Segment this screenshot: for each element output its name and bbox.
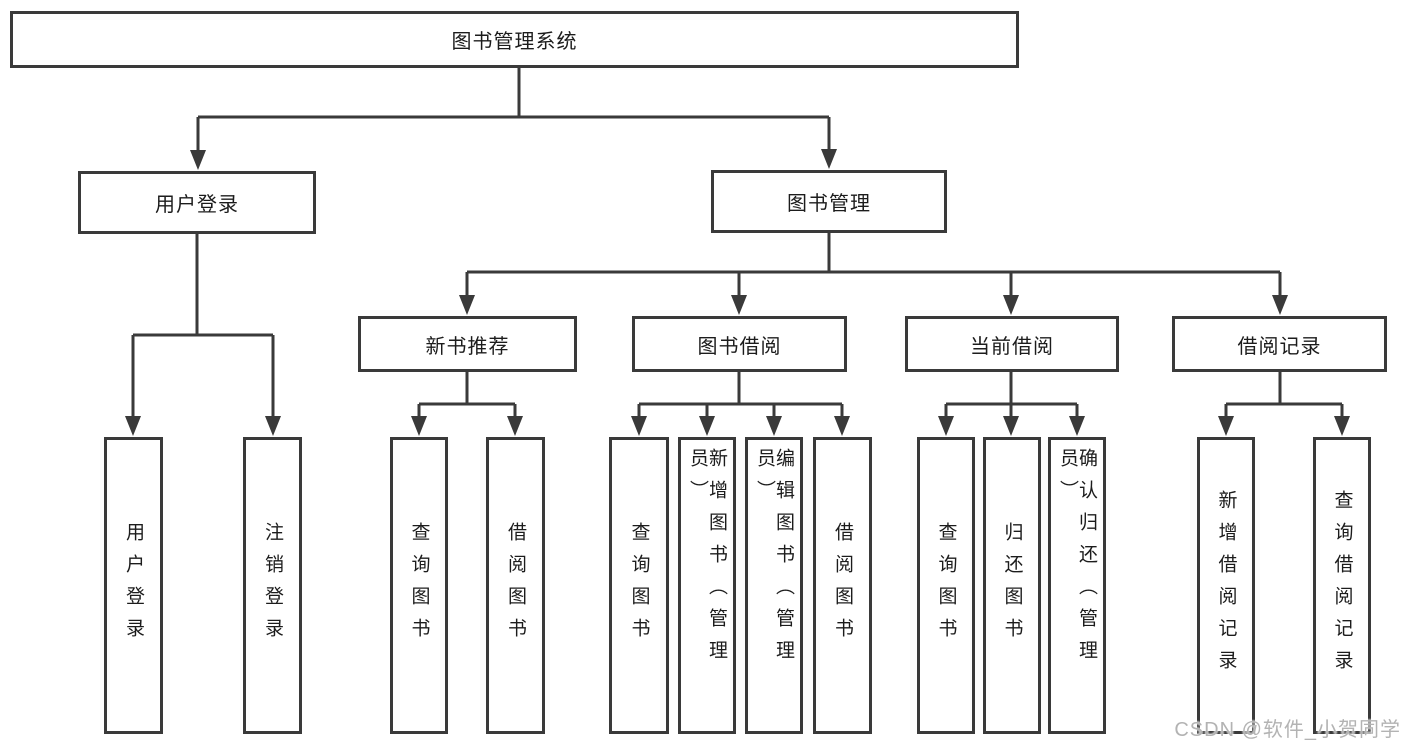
connector-borrow-records-to-leaves <box>1218 372 1350 436</box>
leaf-edit-book-admin: 编辑图书（管理员） <box>745 437 803 734</box>
node-book-management: 图书管理 <box>711 170 947 233</box>
node-book-management-label: 图书管理 <box>787 193 871 215</box>
leaf-borrow-book-recommend-label: 借阅图书 <box>505 521 526 650</box>
leaf-confirm-return-admin-label: 确认归还（管理员） <box>1057 448 1097 672</box>
leaf-borrow-book-label: 借阅图书 <box>832 521 853 650</box>
connector-root-to-level2 <box>190 67 837 170</box>
connector-book-borrow-to-leaves <box>631 372 850 436</box>
leaf-add-borrow-record: 新增借阅记录 <box>1197 437 1255 734</box>
node-root-label: 图书管理系统 <box>451 31 578 53</box>
leaf-query-book-current: 查询图书 <box>917 437 975 734</box>
node-current-borrow: 当前借阅 <box>905 316 1119 372</box>
node-user-login: 用户登录 <box>78 171 316 234</box>
connector-book-management-to-level3 <box>459 233 1288 315</box>
node-book-borrow: 图书借阅 <box>632 316 847 372</box>
leaf-logout-label: 注销登录 <box>262 521 283 650</box>
node-new-book-recommend-label: 新书推荐 <box>425 335 510 358</box>
leaf-query-book-borrow-label: 查询图书 <box>628 521 650 650</box>
leaf-user-login-label: 用户登录 <box>123 521 144 650</box>
leaf-add-book-admin: 新增图书（管理员） <box>678 437 736 734</box>
leaf-add-borrow-record-label: 新增借阅记录 <box>1215 489 1237 682</box>
node-new-book-recommend: 新书推荐 <box>358 316 577 372</box>
node-borrow-records-label: 借阅记录 <box>1237 335 1322 358</box>
node-book-borrow-label: 图书借阅 <box>697 335 782 358</box>
connector-user-login-to-leaves <box>125 233 281 436</box>
connector-new-book-recommend-to-leaves <box>411 372 523 436</box>
leaf-query-book-recommend: 查询图书 <box>390 437 448 734</box>
leaf-confirm-return-admin: 确认归还（管理员） <box>1048 437 1106 734</box>
leaf-query-book-recommend-label: 查询图书 <box>408 521 430 650</box>
csdn-watermark: CSDN @软件_小贺同学 <box>1174 719 1401 741</box>
leaf-borrow-book: 借阅图书 <box>813 437 872 734</box>
node-current-borrow-label: 当前借阅 <box>970 335 1054 358</box>
leaf-return-book: 归还图书 <box>983 437 1041 734</box>
leaf-borrow-book-recommend: 借阅图书 <box>486 437 545 734</box>
leaf-query-borrow-record-label: 查询借阅记录 <box>1331 489 1353 682</box>
leaf-return-book-label: 归还图书 <box>1001 521 1023 650</box>
node-borrow-records: 借阅记录 <box>1172 316 1387 372</box>
leaf-user-login: 用户登录 <box>104 437 163 734</box>
leaf-edit-book-admin-label: 编辑图书（管理员） <box>754 448 794 672</box>
connector-current-borrow-to-leaves <box>938 372 1085 436</box>
leaf-logout: 注销登录 <box>243 437 302 734</box>
node-user-login-label: 用户登录 <box>155 194 239 216</box>
leaf-query-borrow-record: 查询借阅记录 <box>1313 437 1371 734</box>
leaf-query-book-borrow: 查询图书 <box>609 437 669 734</box>
leaf-query-book-current-label: 查询图书 <box>935 521 957 650</box>
node-root-system: 图书管理系统 <box>10 11 1019 68</box>
leaf-add-book-admin-label: 新增图书（管理员） <box>687 448 727 672</box>
